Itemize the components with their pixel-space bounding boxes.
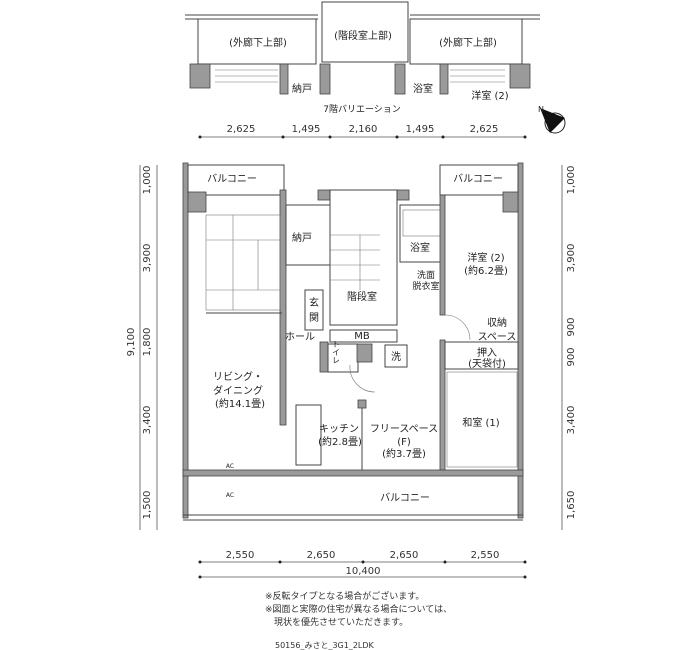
- washer-label: 洗: [391, 351, 401, 363]
- storage-label: 納戸: [292, 231, 312, 244]
- plan-code: 50156_みさと_3G1_2LDK: [275, 641, 375, 650]
- free-space-label: フリースペース: [370, 424, 438, 435]
- svg-text:10,400: 10,400: [346, 566, 381, 577]
- free-space-code: (F): [397, 437, 411, 448]
- svg-text:3,400: 3,400: [142, 406, 153, 435]
- svg-text:2,650: 2,650: [307, 550, 336, 561]
- stair-upper-label: (階段室上部): [334, 29, 392, 42]
- seventh-floor-variation: (外廊下上部) (階段室上部) (外廊下上部) 納戸 浴室 洋室 (2) 7階バ…: [185, 1, 540, 115]
- living-size: (約14.1畳): [215, 397, 265, 410]
- washroom-label: 洗面: [417, 269, 435, 281]
- svg-text:1,495: 1,495: [292, 124, 321, 135]
- hall-label: ホール: [285, 331, 315, 343]
- svg-text:900: 900: [566, 347, 577, 366]
- closet-label: (天袋付): [468, 357, 506, 370]
- notes: ※反転タイプとなる場合がございます。 ※図面と実際の住宅が異なる場合については、…: [265, 590, 452, 650]
- living-label: リビング・: [213, 370, 263, 383]
- svg-text:1,000: 1,000: [142, 166, 153, 195]
- svg-text:2,550: 2,550: [226, 550, 255, 561]
- svg-text:1,800: 1,800: [142, 328, 153, 357]
- balcony-label: バルコニー: [380, 492, 430, 504]
- note: ※反転タイプとなる場合がございます。: [265, 590, 424, 602]
- storage-space-label: スペース: [478, 332, 517, 343]
- svg-text:900: 900: [566, 317, 577, 336]
- stairwell-label: 階段室: [347, 290, 377, 303]
- kitchen-label: キッチン: [319, 423, 359, 435]
- svg-text:1,495: 1,495: [406, 124, 435, 135]
- corridor-upper-label: (外廊下上部): [229, 36, 287, 49]
- compass-icon: N: [538, 105, 566, 134]
- storage-space-label: 収納: [487, 316, 507, 329]
- svg-text:3,900: 3,900: [142, 244, 153, 273]
- main-plan: [182, 162, 524, 521]
- svg-text:N: N: [538, 105, 544, 114]
- note: 現状を優先させていただきます。: [265, 616, 408, 628]
- svg-text:1,650: 1,650: [566, 491, 577, 520]
- western-room-label: 洋室 (2): [467, 251, 504, 264]
- living-label: ダイニング: [213, 384, 263, 397]
- ac-label: AC: [226, 463, 234, 470]
- svg-text:9,100: 9,100: [126, 328, 137, 357]
- kitchen-size: (約2.8畳): [318, 435, 362, 448]
- washroom-label: 脱衣室: [412, 280, 439, 292]
- free-space-size: (約3.7畳): [382, 447, 426, 460]
- bath-label: 浴室: [413, 82, 433, 95]
- note: ※図面と実際の住宅が異なる場合については、: [265, 603, 452, 615]
- svg-text:2,160: 2,160: [349, 124, 378, 135]
- western-room-size: (約6.2畳): [464, 264, 508, 277]
- room-labels: バルコニー バルコニー 納戸 浴室 洋室 (2) (約6.2畳) 洗面 脱衣室 …: [207, 173, 516, 504]
- variation-title: 7階バリエーション: [323, 104, 401, 115]
- mb-label: MB: [354, 331, 370, 342]
- ac-label: AC: [226, 492, 234, 499]
- top-dimensions: 2,625 1,495 2,160 1,495 2,625: [198, 124, 527, 139]
- svg-text:2,550: 2,550: [471, 550, 500, 561]
- left-dimensions: 1,000 3,900 1,800 3,400 1,500 9,100: [126, 165, 158, 530]
- entrance-label: 関: [309, 312, 319, 324]
- bottom-dimensions: 2,550 2,650 2,650 2,550 10,400: [198, 550, 527, 579]
- closet-label: 押入: [477, 346, 497, 359]
- storage-label: 納戸: [292, 82, 312, 95]
- right-dimensions: 1,000 3,900 900 900 3,400 1,650: [561, 165, 577, 530]
- svg-text:2,650: 2,650: [390, 550, 419, 561]
- toilet-label: トイレ: [332, 340, 341, 364]
- balcony-label: バルコニー: [207, 173, 257, 185]
- svg-text:2,625: 2,625: [470, 124, 499, 135]
- svg-text:1,000: 1,000: [566, 166, 577, 195]
- svg-text:3,400: 3,400: [566, 406, 577, 435]
- entrance-label: 玄: [309, 296, 319, 309]
- corridor-upper-label: (外廊下上部): [439, 36, 497, 49]
- western-room-label: 洋室 (2): [471, 89, 508, 102]
- svg-text:3,900: 3,900: [566, 244, 577, 273]
- balcony-label: バルコニー: [453, 173, 503, 185]
- japanese-room-label: 和室 (1): [462, 416, 499, 429]
- bath-label: 浴室: [410, 241, 430, 254]
- svg-text:2,625: 2,625: [227, 124, 256, 135]
- svg-text:1,500: 1,500: [142, 491, 153, 520]
